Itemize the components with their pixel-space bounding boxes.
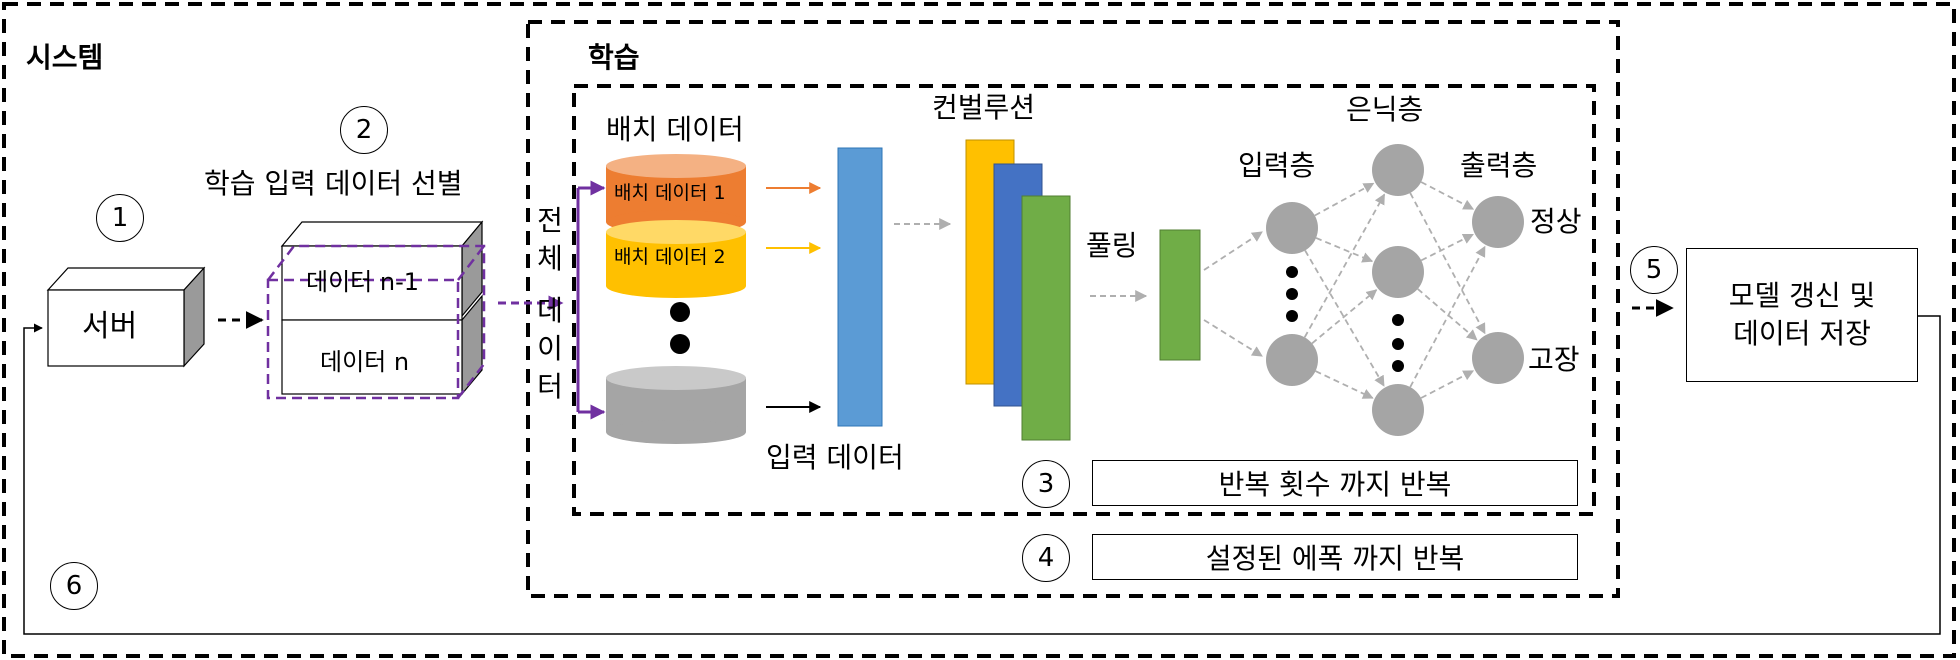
output-layer-label: 출력층 [1460,149,1538,182]
nn-link [1420,370,1475,399]
hidden-node [1372,246,1424,298]
repeat-epoch-box: 설정된 에폭 까지 반복 [1092,534,1578,580]
iteration-frame [572,84,1596,516]
convolution-label: 컨벌루션 [932,91,1036,124]
nn-link [1315,370,1374,399]
nn-link [1314,182,1375,217]
pooling-label: 풀링 [1086,229,1138,262]
server-label: 서버 [82,309,138,344]
hidden-ellipsis-dot [1392,338,1404,350]
pool-to-nn-arrow [1203,231,1263,271]
batch-n-cylinder [606,366,746,444]
update-line-1: 모델 갱신 및 [1728,279,1876,312]
data-cube [280,220,484,396]
input-node [1266,334,1318,386]
training-label: 학습 [588,41,640,74]
batch-1-label: 배치 데이터 1 [614,182,726,204]
select-input-label: 학습 입력 데이터 선별 [204,167,463,200]
input-ellipsis-dot [1286,288,1298,300]
pooling-bar [1159,229,1201,361]
nn-link [1420,233,1474,262]
batch-ellipsis-dot [670,334,690,354]
batch-2-label: 배치 데이터 2 [614,246,726,268]
full-data-char: 전 [537,204,563,237]
step-1-circle: 1 [96,194,144,242]
step-2-circle: 2 [340,106,388,154]
nn-link [1315,237,1374,263]
nn-link [1311,289,1378,345]
batch-ellipsis-dot [670,302,690,322]
nn-link [1303,193,1386,338]
input-data-label: 입력 데이터 [766,441,904,474]
hidden-layer-label: 은닉층 [1346,93,1424,126]
hidden-node [1372,384,1424,436]
step-4-circle: 4 [1022,534,1070,582]
repeat-iteration-box: 반복 횟수 까지 반복 [1092,460,1578,506]
training-frame [526,20,1620,598]
step-6-circle: 6 [50,562,98,610]
input-ellipsis-dot [1286,310,1298,322]
output-node-normal [1472,196,1524,248]
batch-2-cylinder [606,220,746,298]
nn-link [1304,250,1385,387]
step-3-circle: 3 [1022,460,1070,508]
nn-link [1420,181,1475,210]
input-ellipsis-dot [1286,266,1298,278]
hidden-ellipsis-dot [1392,360,1404,372]
server-cube [46,266,206,368]
conv-layer-3 [1021,195,1071,441]
update-store-box: 모델 갱신 및 데이터 저장 [1686,248,1918,382]
full-data-char: 이 [537,332,563,365]
fault-label: 고장 [1528,343,1580,376]
output-node-fault [1472,332,1524,384]
hidden-ellipsis-dot [1392,314,1404,326]
batch-split-bracket [576,180,606,420]
update-line-2: 데이터 저장 [1733,317,1871,350]
selection-box [266,244,486,400]
data-n1-label: 데이터 n-1 [306,268,420,296]
batch-data-title: 배치 데이터 [606,113,744,146]
data-n-label: 데이터 n [320,348,410,376]
pool-to-nn-arrow [1203,319,1263,357]
full-data-label: 전 체 데 이 터 [536,202,564,406]
system-label: 시스템 [26,41,104,74]
full-data-char: 데 [537,294,563,327]
input-layer-label: 입력층 [1238,149,1316,182]
nn-connections [1303,181,1486,399]
nn-link [1409,192,1486,335]
full-data-char: 터 [537,370,563,403]
hidden-node [1372,144,1424,196]
full-data-char: 체 [537,242,563,275]
feedback-loop [23,315,1941,635]
nn-link [1409,245,1486,388]
step-5-circle: 5 [1630,246,1678,294]
input-data-bar [837,147,883,427]
normal-label: 정상 [1530,205,1582,238]
nn-link [1417,288,1478,341]
input-node [1266,202,1318,254]
